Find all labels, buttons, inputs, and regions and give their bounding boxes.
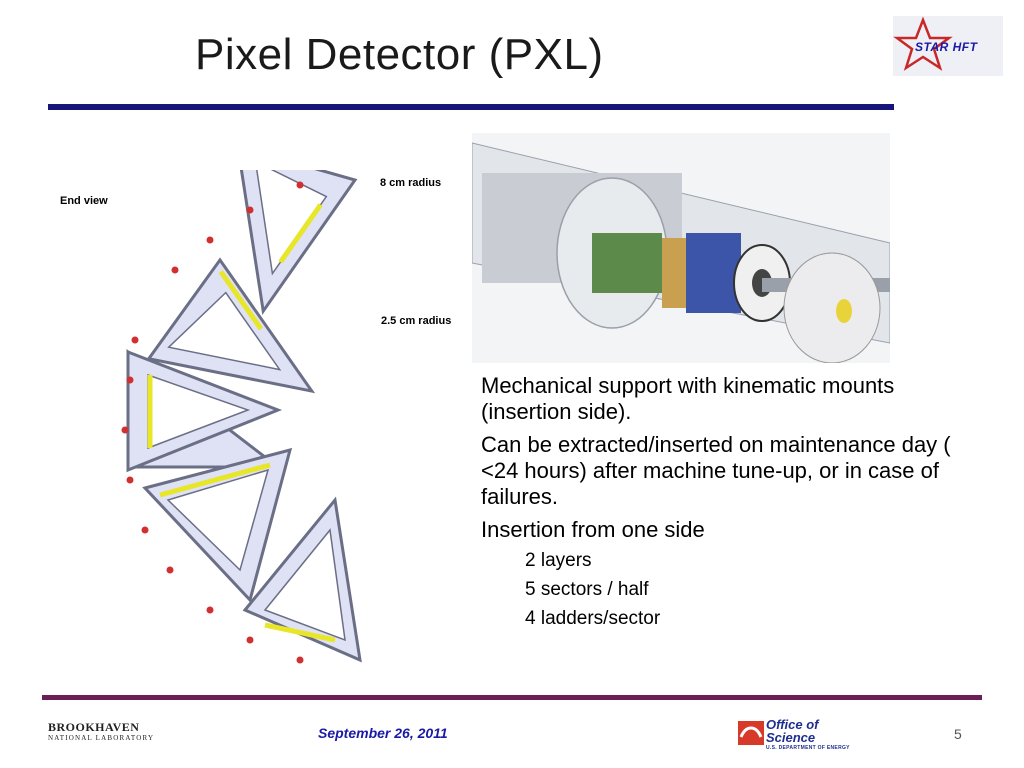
bullet-item: Can be extracted/inserted on maintenance… [481, 432, 951, 509]
sub-bullet-item: 4 ladders/sector [525, 608, 661, 629]
sub-bullet-item: 5 sectors / half [525, 579, 649, 600]
brookhaven-logo-text: BROOKHAVEN [48, 720, 140, 734]
inner-radius-label: 2.5 cm radius [381, 315, 452, 327]
office-of-science-text: Office of Science [766, 717, 819, 745]
brookhaven-logo-subtext: NATIONAL LABORATORY [48, 734, 155, 742]
slide-title: Pixel Detector (PXL) [195, 30, 604, 79]
title-rule [48, 104, 894, 110]
pxl-3d-render [472, 133, 890, 363]
mount-markers [121, 181, 304, 664]
star-hft-logo-text: STAR HFT [915, 40, 978, 54]
office-of-science-logo: Office of Science U.S. DEPARTMENT OF ENE… [738, 718, 858, 752]
star-icon [893, 16, 953, 71]
footer-rule [42, 695, 982, 700]
sector-2 [146, 257, 316, 394]
outer-radius-label: 8 cm radius [380, 177, 442, 189]
star-hft-logo: STAR HFT [893, 16, 1003, 76]
doe-subtitle-text: U.S. DEPARTMENT OF ENERGY [766, 745, 850, 751]
doe-emblem-icon [738, 721, 764, 745]
footer-date: September 26, 2011 [318, 725, 448, 741]
end-view-label: End view [60, 195, 108, 207]
bullet-list: Mechanical support with kinematic mounts… [481, 373, 951, 637]
bullet-item: Mechanical support with kinematic mounts… [481, 373, 895, 424]
end-view-diagram [121, 170, 362, 664]
bullet-item: Insertion from one side [481, 517, 705, 542]
brookhaven-logo: BROOKHAVEN NATIONAL LABORATORY [48, 720, 168, 746]
page-number: 5 [954, 726, 962, 742]
sector-1 [236, 170, 358, 315]
sub-bullet-item: 2 layers [525, 550, 592, 571]
